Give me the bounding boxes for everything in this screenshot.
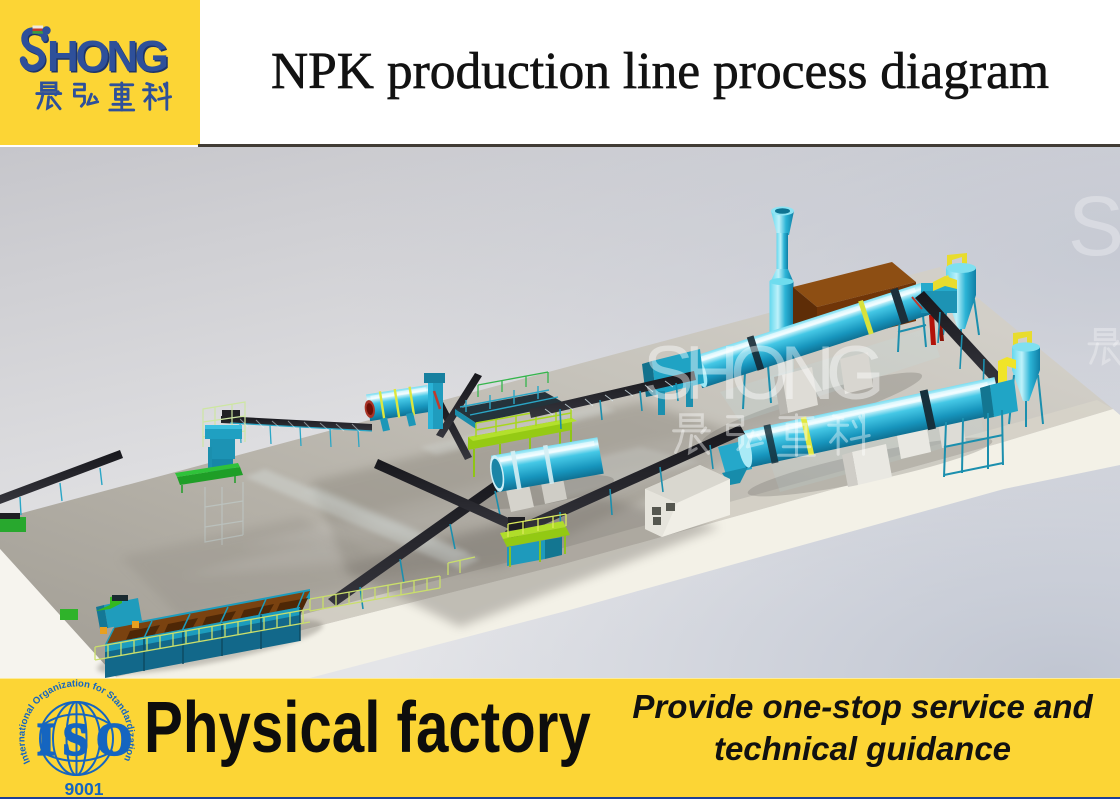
svg-text:9001: 9001 (65, 779, 104, 797)
svg-text:HONG: HONG (47, 32, 169, 81)
svg-text:SHONG: SHONG (643, 331, 887, 416)
svg-text:ISO: ISO (37, 714, 132, 765)
svg-text:SH: SH (1068, 179, 1120, 273)
svg-text:HONG: HONG (49, 34, 171, 83)
